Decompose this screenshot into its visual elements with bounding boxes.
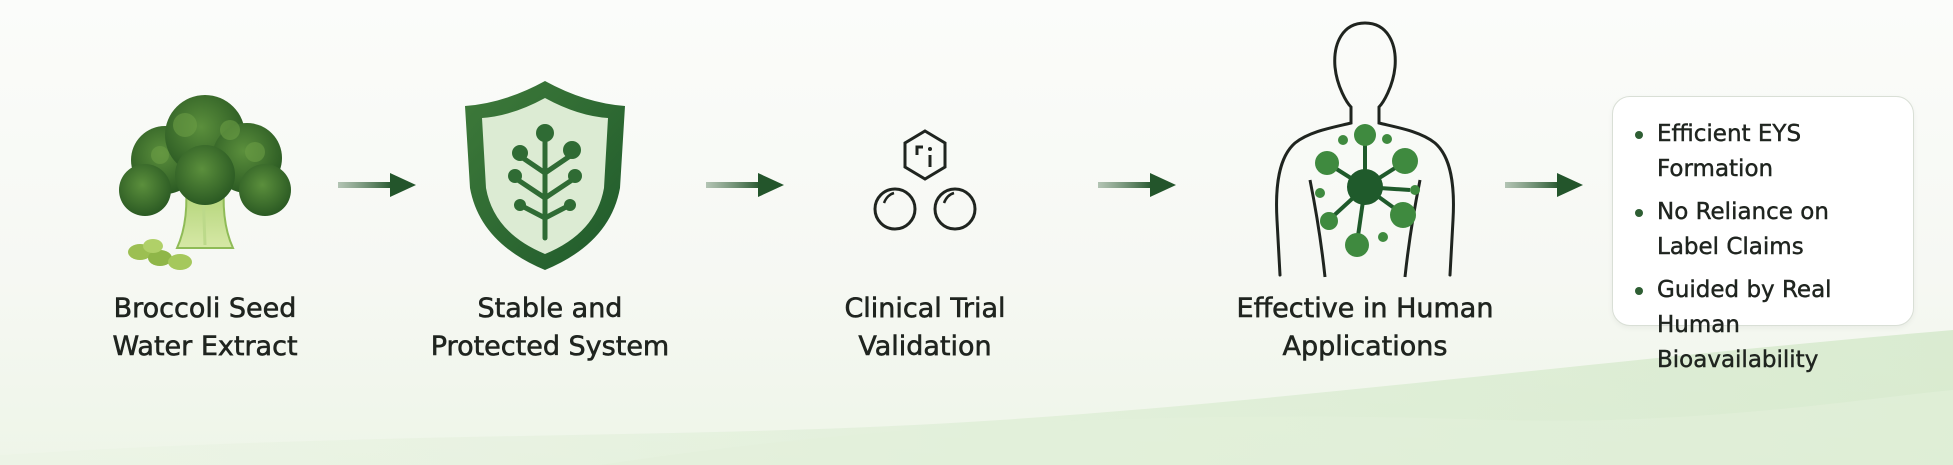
bullet-dot-icon — [1635, 287, 1643, 295]
molecule-icon — [873, 129, 977, 231]
step-1-line-1: Broccoli Seed — [113, 293, 297, 325]
benefit-3-line-2: Human Bioavailability — [1657, 312, 1819, 373]
benefit-2-line-2: Label Claims — [1657, 234, 1804, 260]
step-label-human: Effective in Human Applications — [1205, 290, 1525, 366]
shield-tree-icon — [465, 81, 625, 270]
step-label-clinical: Clinical Trial Validation — [800, 290, 1050, 366]
benefit-item: No Reliance on Label Claims — [1631, 195, 1903, 265]
benefit-item: Guided by Real Human Bioavailability — [1631, 273, 1903, 378]
step-label-shield: Stable and Protected System — [405, 290, 695, 366]
step-3-line-1: Clinical Trial — [844, 293, 1006, 325]
benefits-panel: Efficient EYS Formation No Reliance on L… — [1612, 96, 1914, 373]
arrow-right-icon — [706, 173, 784, 197]
step-2-line-1: Stable and — [477, 293, 623, 325]
arrow-right-icon — [1098, 173, 1176, 197]
human-body-icon — [1275, 21, 1455, 278]
arrow-right-icon — [1505, 173, 1583, 197]
step-4-line-1: Effective in Human — [1236, 293, 1494, 325]
benefit-item: Efficient EYS Formation — [1631, 117, 1903, 187]
step-2-line-2: Protected System — [430, 331, 670, 363]
step-4-line-2: Applications — [1282, 331, 1448, 363]
arrow-right-icon — [338, 173, 416, 197]
benefit-3-line-1: Guided by Real — [1657, 277, 1832, 303]
benefits-list: Efficient EYS Formation No Reliance on L… — [1631, 117, 1903, 378]
step-1-line-2: Water Extract — [112, 331, 298, 363]
step-label-broccoli: Broccoli Seed Water Extract — [70, 290, 340, 366]
bullet-dot-icon — [1635, 209, 1643, 217]
benefit-1-line-1: Efficient EYS Formation — [1657, 121, 1802, 182]
bullet-dot-icon — [1635, 131, 1643, 139]
broccoli-icon — [119, 95, 291, 270]
step-3-line-2: Validation — [858, 331, 992, 363]
benefit-2-line-1: No Reliance on — [1657, 199, 1829, 225]
